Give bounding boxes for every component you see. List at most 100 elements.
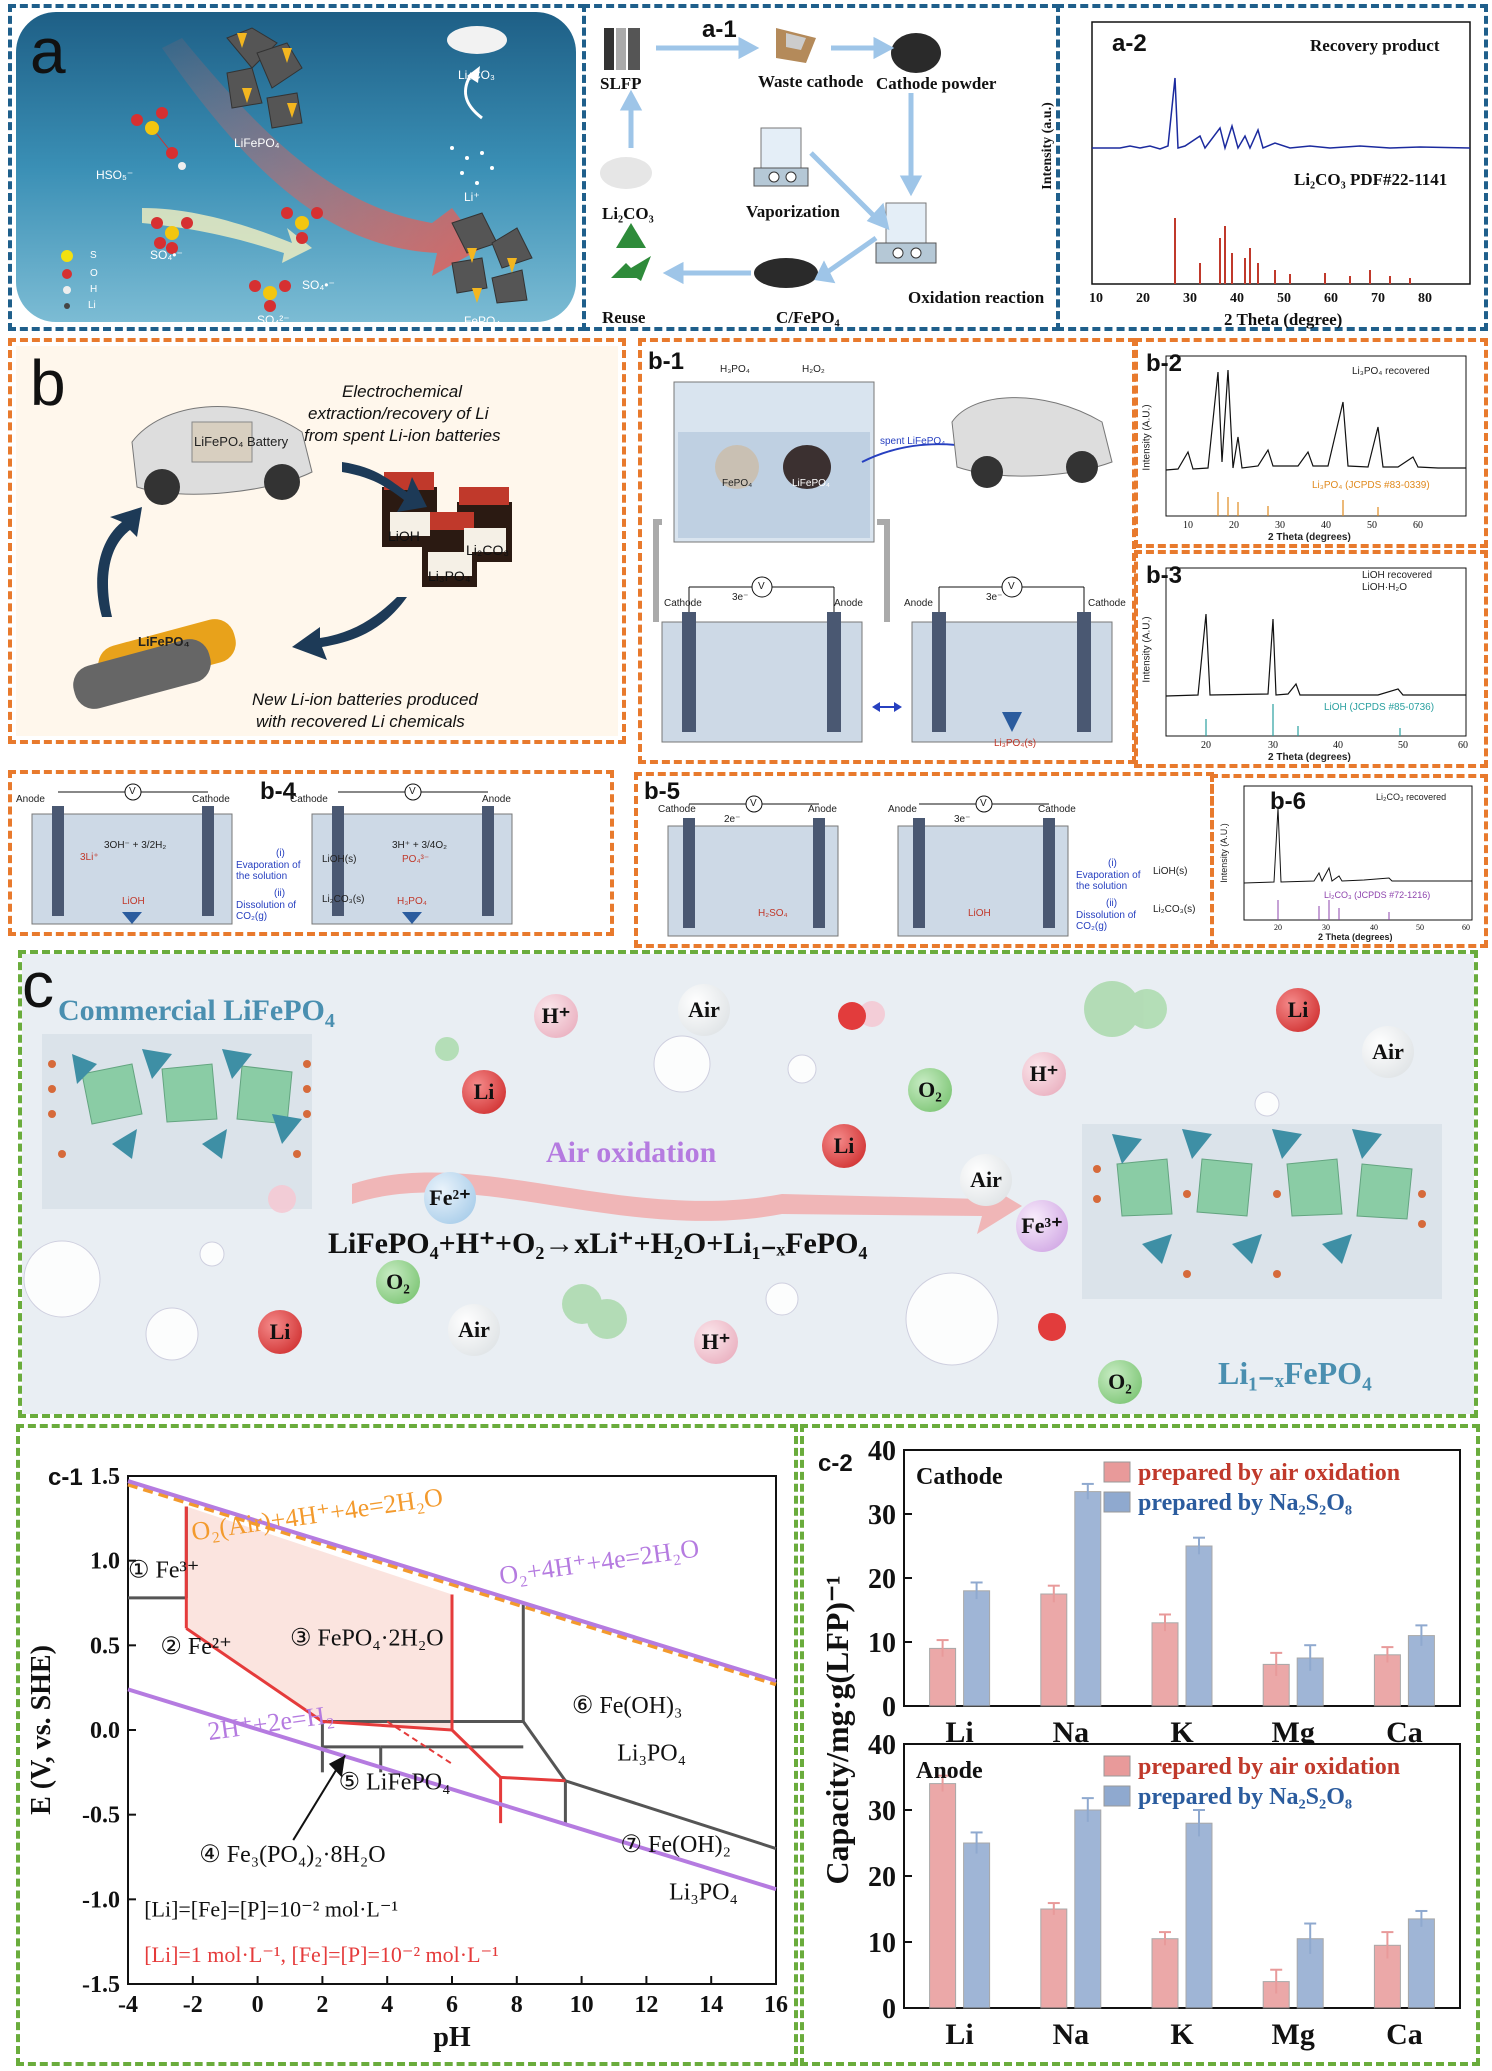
y-tick-label: 0.0 (90, 1718, 120, 1744)
bar (1185, 1545, 1213, 1707)
svg-text:40: 40 (1370, 923, 1378, 932)
b4-cell-diagram (31, 783, 513, 925)
ii-prod: Li₂CO₃(s) (322, 894, 365, 905)
region-label: ⑥ Fe(OH)₃ (572, 1693, 683, 1719)
hplus-text: H⁺ (701, 1329, 731, 1354)
b1-cell-diagram (653, 381, 1113, 743)
oxidation-label: Oxidation reaction (908, 288, 1045, 307)
panel-b5: b-5 Cathode Anode Anode Cathode V V 2e⁻ … (634, 772, 1214, 948)
bottle-lioh: LiOH (388, 528, 420, 544)
air-text: Air (970, 1167, 1002, 1192)
b-text-4: New Li-ion batteries produced (252, 690, 478, 709)
x-tick-label: 6 (446, 1992, 458, 2018)
panel-label: b-2 (1146, 350, 1182, 377)
series-line (127, 1687, 777, 1892)
legend-o: O (90, 268, 98, 279)
lifepo4-label: LiFePO₄ (792, 478, 830, 489)
y-tick-label: 0 (882, 1994, 896, 2025)
xrd-xlabel: 2 Theta (degree) (1224, 310, 1343, 329)
bar (929, 1647, 957, 1707)
air-text: Air (688, 997, 720, 1022)
legend-s: S (90, 250, 97, 261)
svg-text:40: 40 (1230, 291, 1244, 306)
xrd-ref: Li₂CO₃ PDF#22-1141 (1294, 170, 1448, 189)
volt-2: V (409, 786, 416, 797)
panel-label: b-6 (1270, 788, 1306, 815)
panel-label: a-2 (1112, 30, 1147, 57)
panel-c: c Commercial LiFePO4 Air oxidation LiFeP… (18, 949, 1478, 1418)
anode-label: Anode (834, 598, 863, 609)
so4c-label: SO₄²⁻ (257, 313, 290, 327)
panel-letter: a (30, 15, 66, 87)
b5-cell-diagram (667, 795, 1069, 937)
reuse-icon (611, 223, 651, 281)
ii-label: (ii) (1106, 898, 1118, 909)
svg-text:20: 20 (1274, 923, 1282, 932)
panel-letter: b (30, 347, 66, 419)
category-label: K (1170, 2018, 1194, 2051)
waste-cathode-icon (776, 28, 816, 63)
o2-text: O₂ (1108, 1369, 1132, 1394)
region-label: ④ Fe₃(PO₄)₂·8H₂O (199, 1842, 385, 1868)
legend-label: prepared by air oxidation (1138, 1754, 1400, 1780)
ion-hplus-1: H⁺ (534, 994, 578, 1038)
x-tick-label: 2 (316, 1992, 328, 2018)
panel-letter: c (22, 949, 54, 1021)
panel-label: c-1 (48, 1464, 83, 1491)
hplus-text: H⁺ (1029, 1061, 1059, 1086)
cfepo4-label: C/FePO₄ (776, 308, 840, 327)
bar (963, 1590, 991, 1707)
process-flow (600, 28, 941, 288)
ion-fe2: Fe²⁺ (424, 1172, 476, 1224)
condition-text: [Li]=[Fe]=[P]=10⁻² mol·L⁻¹ (144, 1896, 398, 1921)
cathode2-label: Cathode (1088, 598, 1126, 609)
ii-text: Dissolution of CO₂(g) (1076, 910, 1137, 932)
air-bubble-2: Air (1362, 1026, 1414, 1078)
chart-title: Cathode (916, 1464, 1003, 1490)
red-boundary-line (450, 1728, 502, 1779)
x-tick-label: 0 (252, 1992, 264, 2018)
y-tick-label: -0.5 (82, 1803, 120, 1829)
y-tick-label: 10 (868, 1928, 896, 1959)
boundary-line (564, 1779, 777, 1850)
h2o2-label: H₂O₂ (802, 364, 825, 375)
ion-hplus-2: H⁺ (1022, 1052, 1066, 1096)
panel-a1: a-1 SLFP Waste cathode Cathode powder Li… (582, 4, 1060, 331)
bottles-icon (382, 472, 512, 587)
anode2-label: Anode (482, 794, 511, 805)
y-tick-label: 30 (868, 1500, 896, 1531)
svg-text:30: 30 (1322, 923, 1330, 932)
b-text-5: with recovered Li chemicals (256, 712, 465, 731)
o2-ion-3: O₂ (1098, 1360, 1142, 1404)
waste-cathode-label: Waste cathode (758, 72, 864, 91)
legend2-label: LiOH·H₂O (1362, 582, 1407, 593)
volt-2: V (980, 798, 987, 809)
plot-frame (903, 1743, 1461, 2009)
y-tick-label: 40 (868, 1730, 896, 1761)
region-label: Li₃PO₄ (669, 1879, 738, 1905)
legend-swatch (1103, 1491, 1131, 1513)
air-bubble-3: Air (960, 1154, 1012, 1206)
svg-text:40: 40 (1321, 520, 1331, 531)
legend-h: H (90, 284, 98, 295)
air-text: Air (1372, 1039, 1404, 1064)
pourbaix-diagram: O₂(Air)+4H⁺+4e=2H₂OO₂+4H⁺+4e=2H₂O2H⁺+2e=… (26, 1464, 788, 2053)
y-tick-label: 1.0 (90, 1549, 120, 1575)
bar (1407, 1918, 1435, 2009)
cathode2-label: Cathode (1038, 804, 1076, 815)
legend-swatch (1103, 1755, 1131, 1777)
svg-text:10: 10 (1089, 291, 1103, 306)
prod2-label: H₃PO₄ (397, 896, 427, 907)
legend-swatch (1103, 1461, 1131, 1483)
eq1-label: 3OH⁻ + 3/2H₂ (104, 840, 167, 851)
liion-label: Li⁺ (464, 190, 480, 204)
y-tick-label: 0 (882, 1692, 896, 1723)
x-axis-label: pH (433, 2022, 471, 2053)
svg-text:20: 20 (1201, 740, 1211, 751)
region-label: ③ FePO₄·2H₂O (290, 1625, 444, 1651)
cathode-powder-icon (891, 33, 941, 73)
x-tick-label: -4 (118, 1992, 138, 2018)
ion-hplus-3: H⁺ (694, 1320, 738, 1364)
region-label: ⑦ Fe(OH)₂ (620, 1832, 731, 1858)
